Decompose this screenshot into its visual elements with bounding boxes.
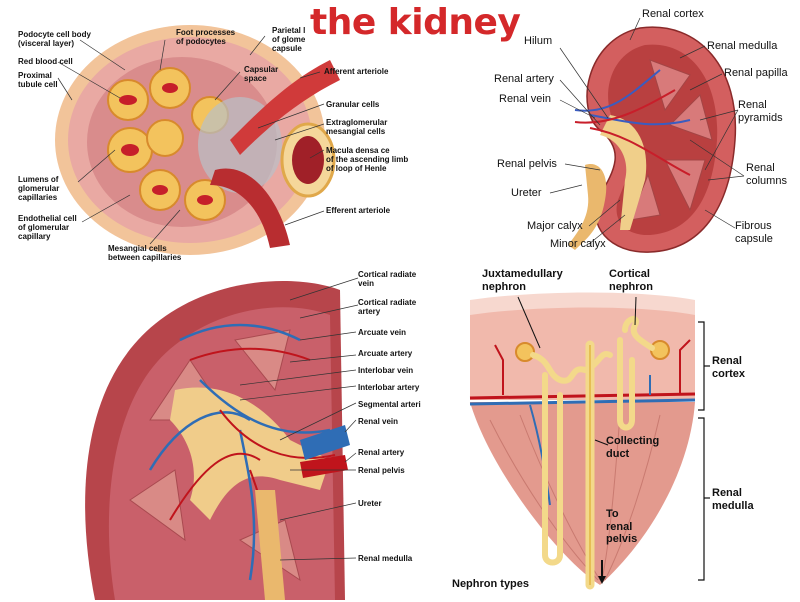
label-ureter-top: Ureter xyxy=(511,187,542,199)
label-renal-columns: Renal columns xyxy=(746,162,787,187)
label-juxtamedullary-nephron: Juxtamedullary nephron xyxy=(482,268,563,293)
label-capsular-space: Capsular space xyxy=(244,65,279,84)
label-renal-medulla-bottom: Renal medulla xyxy=(358,554,413,563)
label-foot-processes: Foot processes of podocytes xyxy=(176,28,236,47)
label-red-blood-cell: Red blood cell xyxy=(18,57,73,66)
label-minor-calyx: Minor calyx xyxy=(550,238,606,250)
page-title: the kidney xyxy=(310,2,521,43)
label-renal-artery-bottom: Renal artery xyxy=(358,448,405,457)
label-proximal-tubule: Proximal tubule cell xyxy=(18,71,58,90)
label-renal-artery-top: Renal artery xyxy=(494,73,554,85)
label-segmental-artery: Segmental arteri xyxy=(358,400,421,409)
label-podocyte: Podocyte cell body (visceral layer) xyxy=(18,30,91,49)
label-interlobar-artery: Interlobar artery xyxy=(358,383,420,392)
label-collecting-duct: Collecting duct xyxy=(606,435,660,460)
label-cortical-nephron: Cortical nephron xyxy=(609,268,653,293)
label-parietal: Parietal l of glome capsule xyxy=(272,26,306,54)
label-afferent-arteriole: Afferent arteriole xyxy=(324,67,389,76)
label-ureter-bottom: Ureter xyxy=(358,499,382,508)
label-arcuate-vein: Arcuate vein xyxy=(358,328,407,337)
label-macula-densa: Macula densa ce of the ascending limb of… xyxy=(326,146,409,174)
label-renal-vein-top: Renal vein xyxy=(499,93,551,105)
label-cortical-radiate-artery: Cortical radiate artery xyxy=(358,298,417,317)
label-interlobar-vein: Interlobar vein xyxy=(358,366,414,375)
label-fibrous-capsule: Fibrous capsule xyxy=(735,220,773,245)
label-renal-cortex: Renal cortex xyxy=(642,8,704,20)
label-granular-cells: Granular cells xyxy=(326,100,380,109)
label-extraglomerular: Extraglomerular mesangial cells xyxy=(326,118,388,137)
label-renal-cortex-nephron: Renal cortex xyxy=(712,355,746,380)
label-mesangial: Mesangial cells between capillaries xyxy=(108,244,182,263)
label-to-renal-pelvis: To renal pelvis xyxy=(606,508,638,546)
label-renal-pelvis-bottom: Renal pelvis xyxy=(358,466,405,475)
label-renal-pyramids: Renal pyramids xyxy=(738,99,783,124)
label-renal-vein-bottom: Renal vein xyxy=(358,417,399,426)
label-endothelial: Endothelial cell of glomerular capillary xyxy=(18,214,77,242)
label-renal-papilla: Renal papilla xyxy=(724,67,788,79)
label-renal-medulla: Renal medulla xyxy=(707,40,778,52)
label-renal-pelvis-top: Renal pelvis xyxy=(497,158,557,170)
label-nephron-types: Nephron types xyxy=(452,578,530,590)
label-lumens: Lumens of glomerular capillaries xyxy=(18,175,60,203)
label-arcuate-artery: Arcuate artery xyxy=(358,349,413,358)
label-efferent-arteriole: Efferent arteriole xyxy=(326,206,391,215)
label-hilum: Hilum xyxy=(524,35,553,47)
label-renal-medulla-nephron: Renal medulla xyxy=(712,487,754,512)
label-cortical-radiate-vein: Cortical radiate vein xyxy=(358,270,417,289)
label-major-calyx: Major calyx xyxy=(527,220,583,232)
